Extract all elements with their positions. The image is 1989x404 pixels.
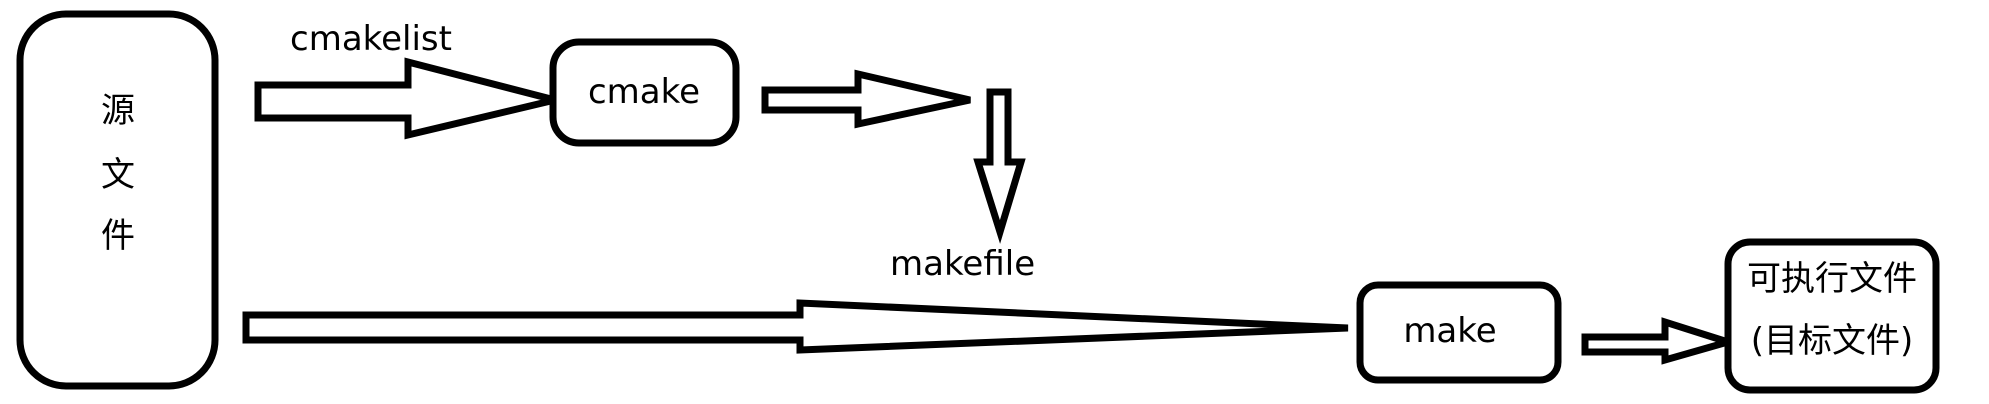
make-box-label: make	[1403, 311, 1496, 351]
source-file-char-1: 源	[101, 91, 135, 131]
arrow-source-to-cmake	[254, 57, 556, 140]
arrow-source-to-cmake-shape	[254, 57, 556, 140]
arrow-down-to-makefile	[973, 88, 1026, 244]
makefile-label: makefile	[890, 244, 1035, 284]
source-file-char-3: 件	[101, 216, 135, 256]
arrow-make-to-output-shape	[1581, 317, 1741, 365]
arrow-make-to-output	[1581, 317, 1741, 365]
cmake-node: cmake	[549, 38, 740, 147]
output-box	[1724, 238, 1940, 394]
source-file-node: 源 文 件	[16, 10, 219, 390]
cmakelist-label: cmakelist	[290, 19, 452, 59]
output-box-line-2: (目标文件)	[1751, 321, 1914, 361]
arrow-cmake-right	[761, 69, 971, 129]
output-box-line-1: 可执行文件	[1747, 259, 1917, 299]
source-file-char-2: 文	[101, 155, 135, 195]
arrow-source-to-make-shape	[242, 299, 1349, 354]
arrow-down-to-makefile-shape	[973, 88, 1026, 244]
make-box	[1356, 281, 1562, 384]
cmake-box-label: cmake	[588, 72, 700, 112]
output-node: 可执行文件 (目标文件)	[1724, 238, 1940, 394]
arrow-cmake-right-shape	[761, 69, 971, 129]
arrow-source-to-make	[242, 299, 1349, 354]
make-node: make	[1356, 281, 1562, 384]
source-file-box	[16, 10, 219, 390]
cmake-box	[549, 38, 740, 147]
